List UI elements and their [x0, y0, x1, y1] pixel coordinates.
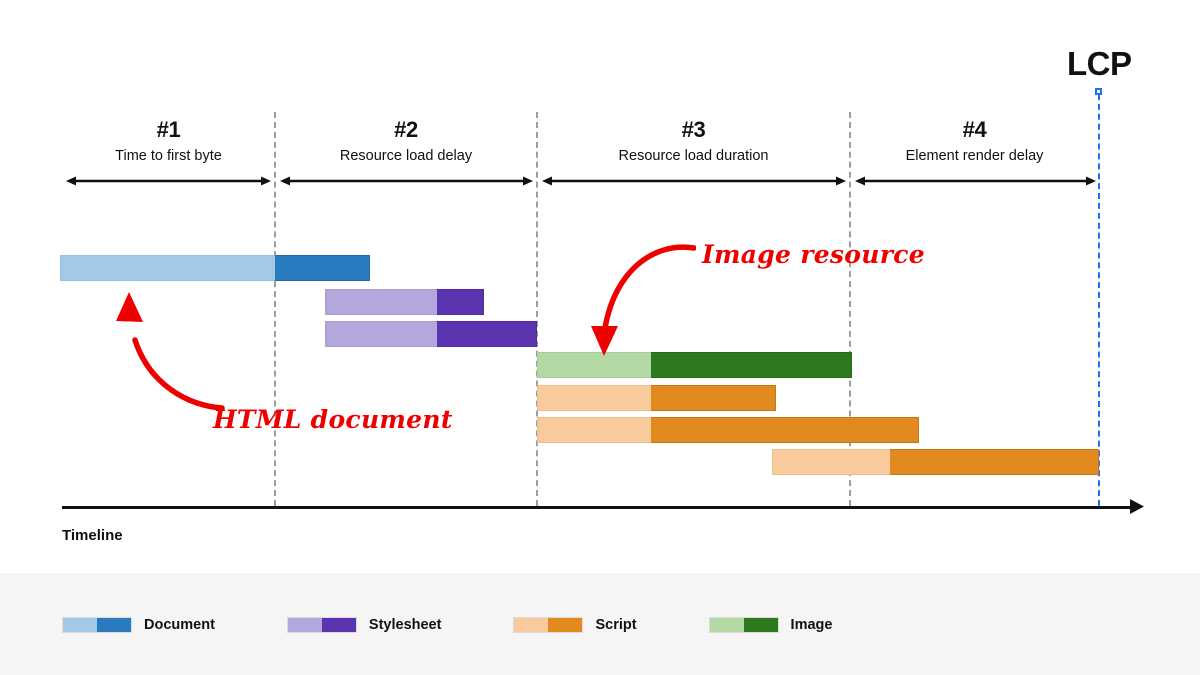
diagram-canvas: LCP #1 Time to first byte #2 Resource lo…	[60, 45, 1144, 544]
phase-2-number: #2	[394, 117, 418, 142]
lcp-label: LCP	[1067, 45, 1132, 82]
phase-1-number: #1	[156, 117, 181, 142]
lcp-vertical-line	[1098, 94, 1100, 506]
bar-stylesheet-2-wait	[325, 321, 437, 347]
bar-document-download	[275, 255, 370, 281]
bar-script-2-wait	[537, 417, 651, 443]
bar-stylesheet-1[interactable]	[325, 289, 484, 315]
legend-item-script[interactable]: Script	[513, 617, 637, 633]
bar-script-1-wait	[537, 385, 651, 411]
phase-divider-2	[536, 112, 538, 506]
legend: Document Stylesheet Script	[62, 617, 832, 633]
bar-script-3[interactable]	[772, 449, 1099, 475]
bar-script-1-download	[651, 385, 776, 411]
legend-label-stylesheet: Stylesheet	[368, 617, 442, 633]
timeline-axis	[62, 506, 1135, 509]
legend-footer: Document Stylesheet Script	[0, 573, 1200, 675]
bar-image-lcp-wait	[537, 352, 651, 378]
bar-image-lcp[interactable]	[537, 352, 852, 378]
phase-4: #4 Element render delay	[850, 117, 1099, 166]
legend-item-image[interactable]: Image	[708, 617, 833, 633]
phase-4-name: Element render delay	[905, 148, 1044, 165]
document-swatch-icon	[62, 617, 132, 633]
bar-script-2[interactable]	[537, 417, 919, 443]
bar-script-1[interactable]	[537, 385, 776, 411]
bar-image-lcp-download	[651, 352, 852, 378]
legend-label-script: Script	[595, 617, 637, 633]
bar-stylesheet-1-download	[437, 289, 484, 315]
phase-divider-1	[274, 112, 276, 506]
legend-item-stylesheet[interactable]: Stylesheet	[286, 617, 442, 633]
bar-stylesheet-2[interactable]	[325, 321, 537, 347]
bar-script-3-download	[890, 449, 1099, 475]
phase-2: #2 Resource load delay	[275, 117, 537, 166]
legend-label-image: Image	[790, 617, 833, 633]
phase-2-measure-arrow	[280, 175, 533, 187]
bar-document[interactable]	[60, 255, 370, 281]
bar-script-2-download	[651, 417, 919, 443]
phase-1-name: Time to first byte	[115, 148, 222, 165]
html-document-annotation-arrow-icon	[110, 288, 225, 418]
bar-document-wait	[60, 255, 275, 281]
image-swatch-icon	[708, 617, 779, 633]
timeline-axis-arrow-icon	[1128, 498, 1144, 520]
legend-label-document: Document	[144, 617, 215, 633]
phase-divider-3	[849, 112, 851, 506]
stylesheet-swatch-icon	[286, 617, 357, 633]
phase-1-measure-arrow	[66, 175, 271, 187]
phase-3-name: Resource load duration	[618, 148, 769, 165]
phase-2-name: Resource load delay	[339, 148, 473, 165]
phase-3-number: #3	[681, 117, 706, 142]
phase-4-measure-arrow	[855, 175, 1096, 187]
bar-script-3-wait	[772, 449, 890, 475]
bar-stylesheet-2-download	[437, 321, 537, 347]
bar-stylesheet-1-wait	[325, 289, 437, 315]
html-document-annotation-text: HTML document	[213, 405, 453, 434]
image-resource-annotation-arrow-icon	[586, 238, 697, 363]
phase-3: #3 Resource load duration	[537, 117, 850, 166]
phase-1: #1 Time to first byte	[62, 117, 275, 166]
image-resource-annotation-text: Image resource	[702, 240, 925, 269]
script-swatch-icon	[513, 617, 584, 633]
phase-4-number: #4	[962, 117, 987, 142]
phase-3-measure-arrow	[542, 175, 846, 187]
legend-item-document[interactable]: Document	[62, 617, 215, 633]
timeline-axis-label: Timeline	[62, 527, 123, 544]
